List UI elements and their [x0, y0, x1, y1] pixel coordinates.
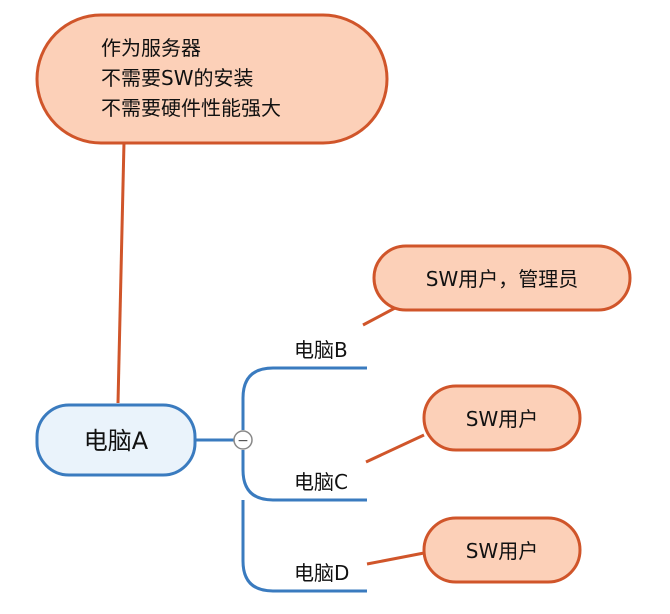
root-callout-line-2: 不需要SW的安装 [101, 66, 253, 90]
branch-tree [195, 366, 367, 593]
branch-d-callout: SW用户 [422, 516, 582, 584]
branch-d-callout-label: SW用户 [466, 539, 538, 563]
root-callout-line-1: 作为服务器 [101, 36, 201, 60]
collapse-toggle[interactable]: − [233, 430, 253, 450]
branch-b-label[interactable]: 电脑B [294, 338, 348, 362]
branch-c-callout: SW用户 [422, 384, 582, 452]
branch-b-line [241, 366, 367, 430]
branch-b-callout-label: SW用户，管理员 [426, 267, 578, 291]
branch-d-callout-connector [366, 551, 425, 566]
branch-c-callout-label: SW用户 [466, 407, 538, 431]
branch-b-callout-connector [362, 306, 396, 327]
root-node-label: 电脑A [84, 427, 149, 455]
root-callout: 作为服务器 不需要SW的安装 不需要硬件性能强大 [35, 13, 389, 145]
branch-c-label[interactable]: 电脑C [294, 470, 348, 494]
branch-c-callout-connector [365, 433, 425, 464]
root-callout-connector [116, 141, 126, 404]
collapse-sign: − [237, 433, 249, 449]
branch-c-line [241, 450, 367, 502]
root-node[interactable]: 电脑A [35, 403, 197, 477]
root-callout-line-3: 不需要硬件性能强大 [101, 96, 281, 120]
branch-b-callout: SW用户，管理员 [372, 244, 632, 312]
collapse-icon[interactable] [233, 430, 253, 450]
branch-d-line [241, 500, 367, 593]
branch-d-label[interactable]: 电脑D [294, 561, 349, 585]
